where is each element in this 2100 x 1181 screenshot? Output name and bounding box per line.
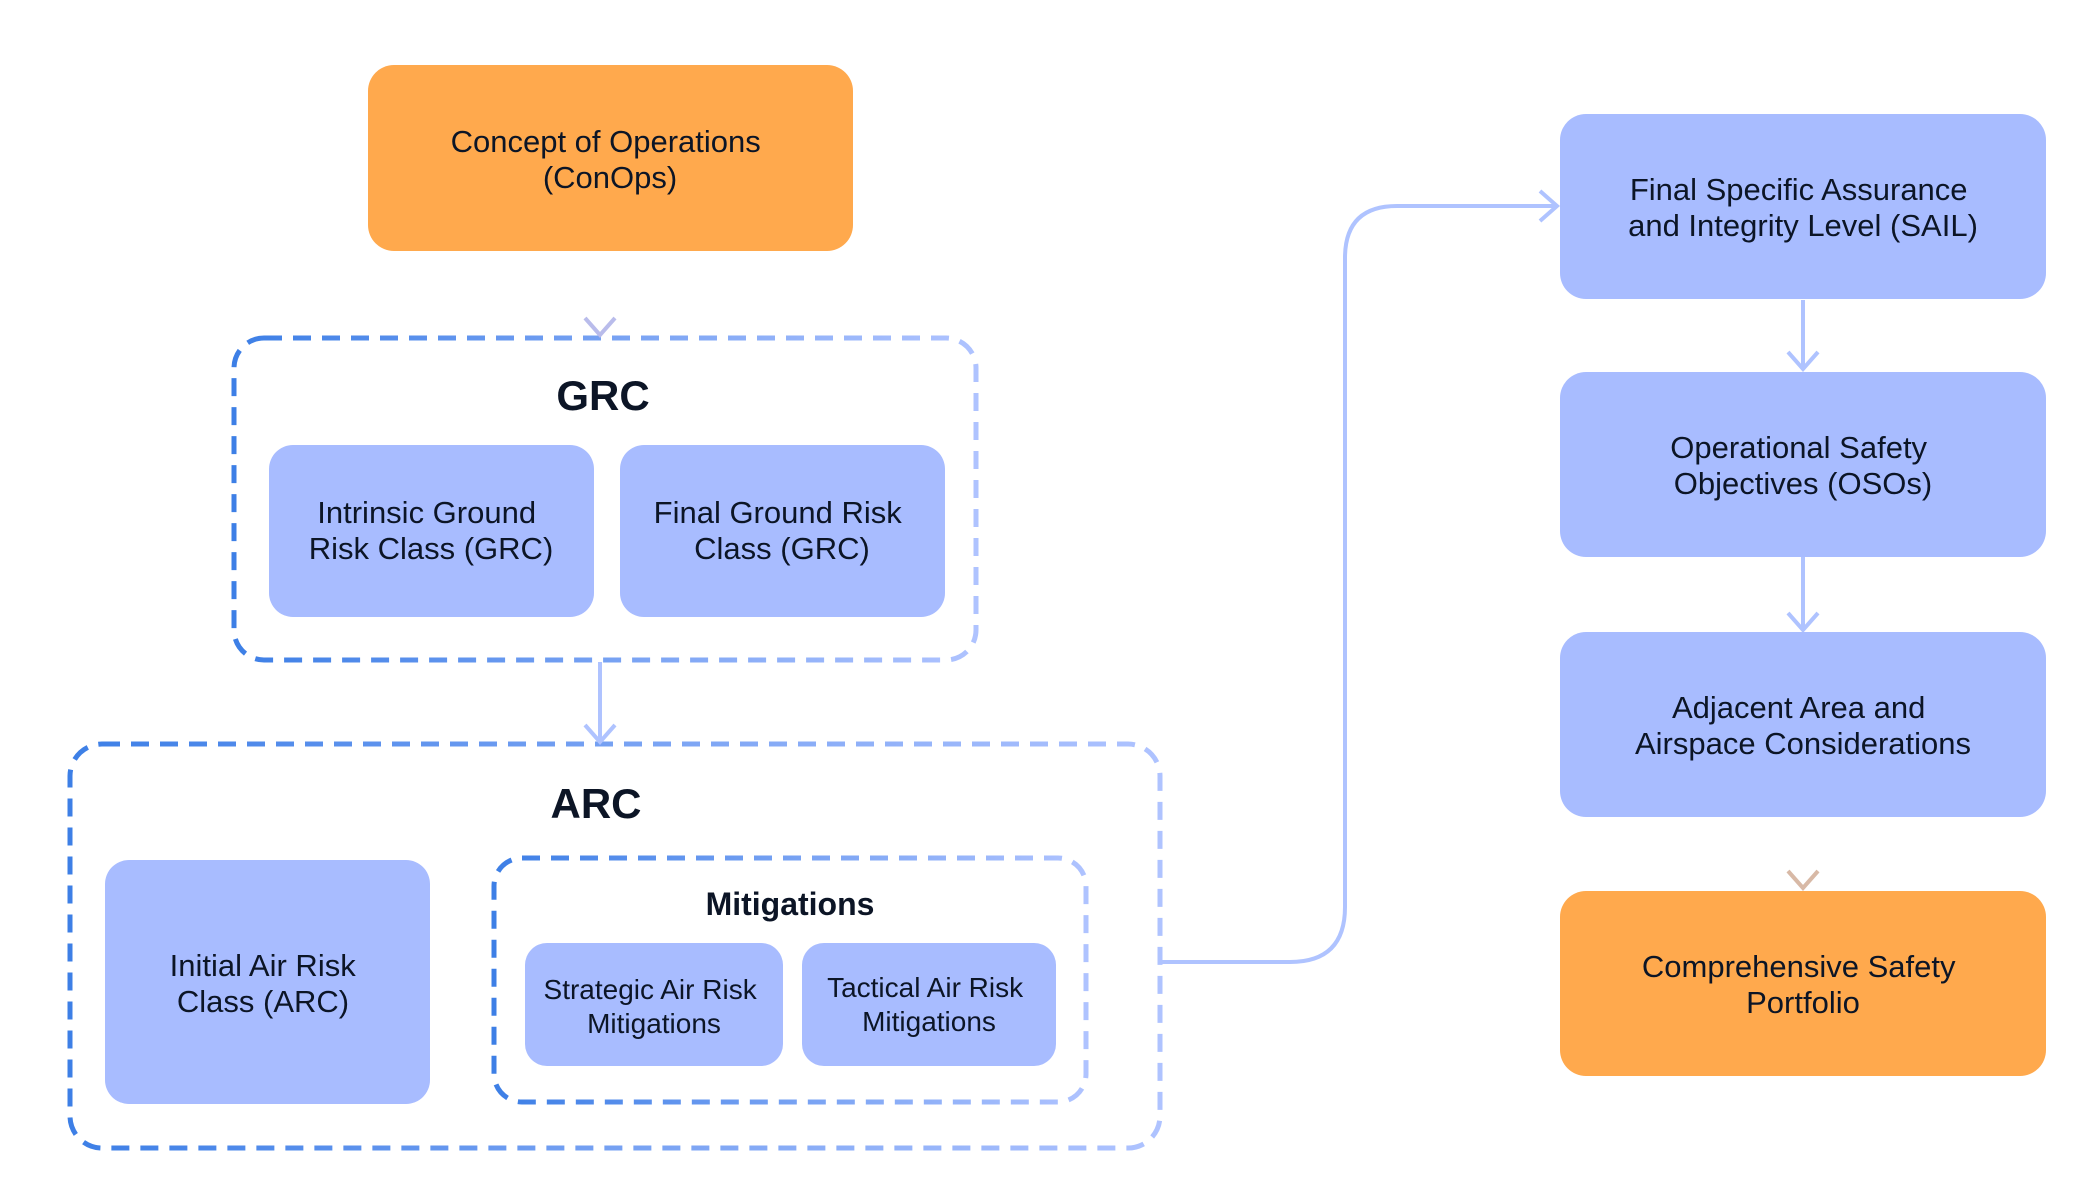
final-grc-line-2: Class (GRC) xyxy=(694,531,870,566)
sail-line-2: and Integrity Level (SAIL) xyxy=(1628,208,1978,243)
sail-line-1: Final Specific Assurance xyxy=(1630,172,1968,207)
arc-group-title: ARC xyxy=(551,780,642,827)
svg-text:Final Ground Risk Class: Final Ground Risk Class (GRC) xyxy=(654,495,911,566)
intrinsic-grc-line-2: Risk Class (GRC) xyxy=(309,531,554,566)
strategic-line-1: Strategic Air Risk xyxy=(544,974,758,1005)
svg-text:Concept of Operations (C: Concept of Operations (ConOps) xyxy=(451,124,770,195)
osos-line-2: Objectives (OSOs) xyxy=(1674,466,1932,501)
node-conops: Concept of Operations (ConOps) xyxy=(368,65,853,251)
node-portfolio: Comprehensive Safety Portfolio xyxy=(1560,891,2046,1076)
svg-text:Intrinsic Ground Risk Cl: Intrinsic Ground Risk Class (GRC) xyxy=(309,495,554,566)
svg-text:Adjacent Area and Airspa: Adjacent Area and Airspace Consideration… xyxy=(1635,690,1971,761)
arrowhead-osos-to-adjacent xyxy=(1786,611,1820,634)
arrowhead-grc-to-arc xyxy=(583,723,617,746)
intrinsic-grc-line-1: Intrinsic Ground xyxy=(317,495,536,530)
arrowhead-adjacent-to-portfolio xyxy=(1786,869,1820,892)
svg-text:Final Specific Assurance: Final Specific Assurance and Integrity L… xyxy=(1628,172,1978,243)
node-intrinsic-grc: Intrinsic Ground Risk Class (GRC) xyxy=(269,445,594,617)
node-tactical-mitigations: Tactical Air Risk Mitigations xyxy=(802,943,1056,1066)
svg-text:Comprehensive Safety Por: Comprehensive Safety Portfolio xyxy=(1642,949,1964,1020)
svg-text:Initial Air Risk Class (: Initial Air Risk Class (ARC) xyxy=(170,948,365,1019)
conops-line-2: (ConOps) xyxy=(543,160,677,195)
mitigations-group-border xyxy=(491,855,1089,1105)
strategic-line-2: Mitigations xyxy=(587,1008,721,1039)
initial-arc-line-1: Initial Air Risk xyxy=(170,948,357,983)
adjacent-line-1: Adjacent Area and xyxy=(1672,690,1925,725)
svg-text:Operational Safety Objec: Operational Safety Objectives (OSOs) xyxy=(1670,430,1935,501)
node-adjacent: Adjacent Area and Airspace Consideration… xyxy=(1560,632,2046,817)
portfolio-line-1: Comprehensive Safety xyxy=(1642,949,1956,984)
portfolio-line-2: Portfolio xyxy=(1746,985,1860,1020)
tactical-line-1: Tactical Air Risk xyxy=(827,972,1024,1003)
tactical-line-2: Mitigations xyxy=(862,1006,996,1037)
svg-text:Strategic Air Risk Mitig: Strategic Air Risk Mitigations xyxy=(544,974,765,1039)
osos-line-1: Operational Safety xyxy=(1670,430,1927,465)
arc-group-border xyxy=(67,741,1163,1151)
conops-line-1: Concept of Operations xyxy=(451,124,761,159)
grc-group-border xyxy=(231,335,979,663)
node-strategic-mitigations: Strategic Air Risk Mitigations xyxy=(525,943,783,1066)
node-sail: Final Specific Assurance and Integrity L… xyxy=(1560,114,2046,299)
arrowhead-conops-to-grc xyxy=(583,316,617,339)
node-final-grc: Final Ground Risk Class (GRC) xyxy=(620,445,945,617)
adjacent-line-2: Airspace Considerations xyxy=(1635,726,1971,761)
arrowhead-sail-to-osos xyxy=(1786,350,1820,373)
svg-text:Tactical Air Risk Mitiga: Tactical Air Risk Mitigations xyxy=(827,972,1031,1037)
arrowhead-arc-to-sail xyxy=(1538,189,1561,223)
final-grc-line-1: Final Ground Risk xyxy=(654,495,903,530)
arrow-arc-to-sail xyxy=(1161,204,1557,964)
node-osos: Operational Safety Objectives (OSOs) xyxy=(1560,372,2046,557)
initial-arc-line-2: Class (ARC) xyxy=(177,984,349,1019)
node-initial-arc: Initial Air Risk Class (ARC) xyxy=(105,860,430,1104)
grc-group-title: GRC xyxy=(556,372,649,419)
mitigations-group-title: Mitigations xyxy=(706,886,875,922)
